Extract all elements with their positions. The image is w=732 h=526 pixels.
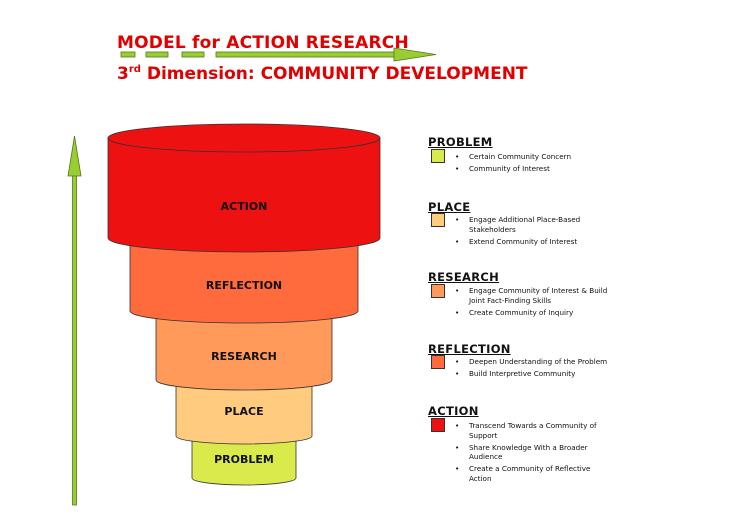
arrow-head	[393, 47, 437, 62]
legend-swatch-problem	[431, 149, 445, 163]
legend-swatch-place	[431, 213, 445, 227]
arrow-head	[67, 135, 82, 177]
legend-bullets-place: Engage Additional Place-Based Stakeholde…	[455, 215, 615, 249]
legend-heading-reflection: REFLECTION	[428, 342, 511, 356]
tier-label-research: RESEARCH	[211, 350, 277, 363]
legend-heading-problem: PROBLEM	[428, 135, 493, 149]
legend-bullet-item: Certain Community Concern	[455, 152, 615, 162]
tier-body-action	[107, 137, 381, 253]
legend-bullet-item: Engage Additional Place-Based Stakeholde…	[455, 215, 615, 234]
dash-segment	[145, 51, 169, 58]
legend-bullet-item: Extend Community of Interest	[455, 237, 615, 247]
page-title: MODEL for ACTION RESEARCH	[117, 33, 409, 53]
tier-body-reflection	[129, 237, 359, 324]
subtitle-superscript: rd	[128, 64, 141, 75]
tier-body-place	[175, 379, 313, 445]
legend-bullets-action: Transcend Towards a Community of Support…	[455, 421, 615, 486]
subtitle-prefix: 3	[117, 64, 129, 84]
page-subtitle: 3rd Dimension: COMMUNITY DEVELOPMENT	[117, 64, 528, 84]
subtitle-text: Dimension: COMMUNITY DEVELOPMENT	[140, 64, 528, 84]
tier-label-reflection: REFLECTION	[205, 279, 283, 292]
tier-label-action: ACTION	[220, 200, 268, 213]
legend-heading-place: PLACE	[428, 200, 471, 214]
dash-segment	[120, 51, 136, 58]
dash-segment	[215, 51, 397, 58]
legend-bullets-research: Engage Community of Interest & Build Joi…	[455, 286, 615, 320]
legend-bullet-item: Build Interpretive Community	[455, 369, 615, 379]
legend-heading-action: ACTION	[428, 404, 479, 418]
legend-bullet-item: Transcend Towards a Community of Support	[455, 421, 615, 440]
legend-swatch-action	[431, 418, 445, 432]
legend-bullet-item: Create a Community of Reflective Action	[455, 464, 615, 483]
vertical-arrow	[67, 135, 82, 506]
legend-bullets-reflection: Deepen Understanding of the ProblemBuild…	[455, 357, 615, 381]
legend-bullet-item: Share Knowledge With a Broader Audience	[455, 443, 615, 462]
legend-bullet-item: Create Community of Inquiry	[455, 308, 615, 318]
legend-bullets-problem: Certain Community ConcernCommunity of In…	[455, 152, 615, 176]
tier-rim-action	[107, 123, 381, 153]
legend-bullet-item: Deepen Understanding of the Problem	[455, 357, 615, 367]
horizontal-dashed-arrow	[120, 47, 437, 62]
legend-swatch-reflection	[431, 355, 445, 369]
arrow-shaft	[72, 171, 77, 506]
tier-body-problem	[191, 435, 297, 486]
dash-segment	[181, 51, 205, 58]
legend-bullet-item: Engage Community of Interest & Build Joi…	[455, 286, 615, 305]
tier-label-problem: PROBLEM	[214, 453, 274, 466]
funnel-diagram	[107, 123, 381, 486]
tier-body-research	[155, 310, 333, 391]
tier-label-place: PLACE	[224, 405, 264, 418]
funnel-tier-action	[107, 123, 381, 253]
legend-heading-research: RESEARCH	[428, 270, 500, 284]
legend-bullet-item: Community of Interest	[455, 164, 615, 174]
legend-swatch-research	[431, 284, 445, 298]
